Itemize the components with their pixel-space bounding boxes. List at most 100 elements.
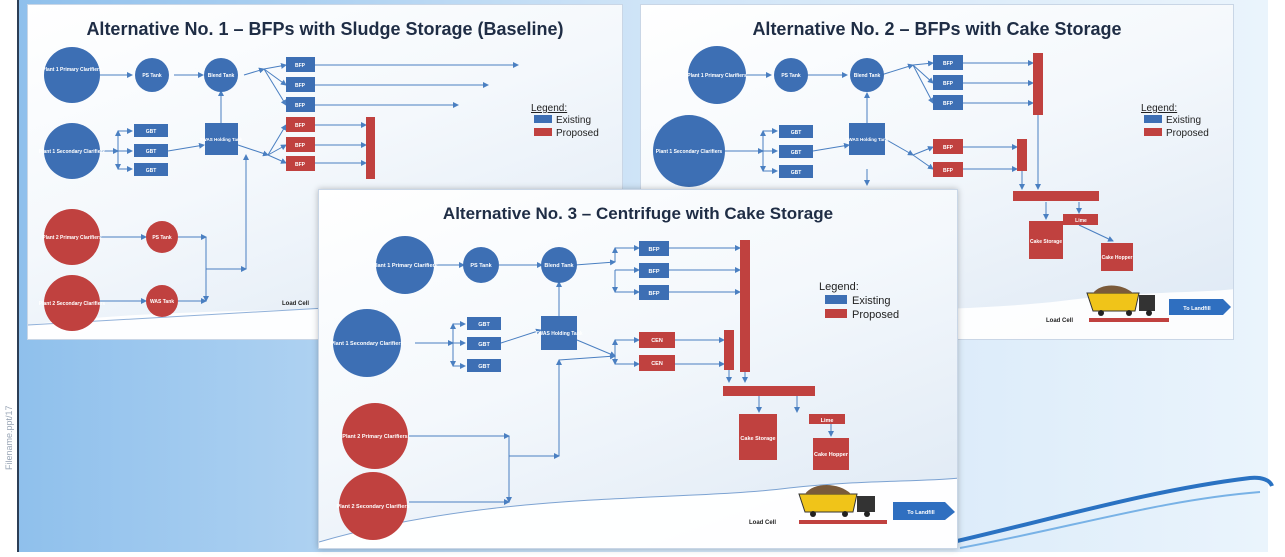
alt3-swoosh-line: [319, 477, 957, 543]
alt3-conveyor-2: [724, 330, 734, 370]
alt3-swoosh: [319, 478, 957, 548]
alt1-node-p1-primary: Plant 1 Primary Clarifiers: [42, 47, 102, 103]
alt3-legend: Legend: Existing Proposed: [819, 281, 899, 321]
alt2-node-p1-primary: Plant 1 Primary Clarifiers: [687, 46, 747, 104]
legend-existing-label: Existing: [852, 295, 891, 307]
legend-proposed-swatch: [534, 128, 552, 136]
alt3-node-label: Plant 1 Secondary Clarifiers: [330, 341, 403, 347]
alt2-node-label: Cake Hopper: [1102, 255, 1133, 261]
alt1-node-label: BFP: [295, 63, 306, 69]
legend-title: Legend:: [819, 281, 859, 293]
legend-proposed-label: Proposed: [852, 309, 899, 321]
legend-existing-swatch: [825, 295, 847, 304]
alt1-node-label: BFP: [295, 103, 306, 109]
alt3-node-label: Plant 1 Primary Clarifiers: [372, 263, 437, 269]
alt3-to-landfill: To Landfill: [893, 502, 955, 520]
legend-proposed-label: Proposed: [556, 128, 599, 139]
alt2-node-label: TWAS Holding Tank: [846, 137, 889, 142]
alt1-node-p1-secondary: Plant 1 Secondary Clarifiers: [39, 123, 106, 179]
alt2-node-ps-tank: PS Tank: [774, 58, 808, 92]
slide-title: Alternative No. 3 – Centrifuge with Cake…: [442, 204, 834, 223]
alt3-node-label: Blend Tank: [544, 263, 574, 269]
alt3-node-label: BFP: [649, 291, 660, 297]
alt3-node-label: Plant 2 Secondary Clarifiers: [336, 504, 409, 510]
alt3-conveyor-3: [723, 386, 815, 396]
alt2-conveyor-3: [1013, 191, 1099, 201]
alt3-node-label: BFP: [649, 269, 660, 275]
alt2-node-label: BFP: [943, 81, 954, 87]
alt1-node-label: WAS Tank: [150, 299, 174, 305]
alt1-node-label: Plant 2 Primary Clarifiers: [42, 235, 102, 241]
alt3-node-label: CEN: [651, 361, 663, 367]
alt2-node-label: BFP: [943, 168, 954, 174]
alt1-conveyor: [366, 117, 375, 179]
alt3-node-label: GBT: [478, 322, 490, 328]
alt2-gbt-group: GBT GBT GBT: [779, 125, 813, 178]
alt2-node-twas: TWAS Holding Tank: [846, 123, 889, 155]
legend-existing-label: Existing: [556, 115, 591, 126]
alt3-node-cake-hopper: Cake Hopper: [813, 438, 849, 470]
alt3-node-p1-primary: Plant 1 Primary Clarifiers: [372, 236, 438, 294]
swoosh-accent: [939, 475, 1274, 547]
alt1-node-label: PS Tank: [142, 73, 162, 79]
alt2-bfp-group: BFP BFP BFP BFP BFP: [933, 55, 963, 177]
alt2-node-lime: Lime: [1063, 214, 1098, 225]
alt2-node-p1-secondary: Plant 1 Secondary Clarifiers: [653, 115, 725, 187]
alt3-truck: [798, 485, 875, 517]
alt2-node-label: To Landfill: [1183, 306, 1211, 312]
alt3-node-p2-secondary: Plant 2 Secondary Clarifiers: [336, 472, 410, 540]
alt1-node-twas: TWAS Holding Tank: [200, 123, 243, 155]
alt1-node-label: BFP: [295, 162, 306, 168]
alt1-node-label: Plant 1 Primary Clarifiers: [42, 67, 102, 73]
alt3-conveyor-1: [740, 240, 750, 372]
alt1-node-label: BFP: [295, 123, 306, 129]
alt3-node-label: To Landfill: [907, 510, 935, 516]
alt1-flow-lines: [100, 62, 519, 304]
alt3-node-cake-storage: Cake Storage: [739, 414, 777, 460]
alt2-conveyor-1: [1033, 53, 1043, 115]
alt2-flow-lines: [725, 60, 1114, 242]
alt1-bfp-group: BFP BFP BFP BFP BFP BFP: [286, 57, 315, 171]
alt3-node-label: Cake Storage: [740, 436, 775, 442]
alt2-node-label: GBT: [791, 150, 802, 156]
swoosh-accent-light: [959, 491, 1261, 549]
alt2-node-cake-hopper: Cake Hopper: [1101, 243, 1133, 271]
alt2-node-label: BFP: [943, 145, 954, 151]
alt3-bfp-group: BFP BFP BFP: [639, 241, 669, 300]
alt2-load-cell-bar: [1089, 318, 1169, 322]
alt3-node-label: BFP: [649, 247, 660, 253]
alt1-load-cell: Load Cell: [282, 301, 309, 307]
alt3-diagram: Plant 1 Primary Clarifiers Plant 1 Secon…: [319, 236, 957, 548]
legend-proposed-swatch: [825, 309, 847, 318]
alt3-node-label: PS Tank: [470, 263, 492, 269]
alt3-node-label: Lime: [821, 418, 834, 424]
filename-label: Filename.ppt/17: [4, 405, 14, 470]
alt2-node-label: BFP: [943, 101, 954, 107]
alt1-node-label: BFP: [295, 143, 306, 149]
alt1-node-blend-tank: Blend Tank: [204, 58, 238, 92]
alt1-node-label: Blend Tank: [208, 73, 235, 79]
alt2-to-landfill: To Landfill: [1169, 299, 1231, 315]
alt1-node-label: GBT: [146, 168, 157, 174]
alt1-node-ps-tank-2: PS Tank: [146, 221, 178, 253]
alt1-node-ps-tank: PS Tank: [135, 58, 169, 92]
alt3-node-ps-tank: PS Tank: [463, 247, 499, 283]
alt2-load-cell: Load Cell: [1046, 318, 1073, 324]
alt3-node-twas: TWAS Holding Tank: [535, 316, 583, 350]
alt1-node-label: BFP: [295, 83, 306, 89]
alt1-node-label: Plant 1 Secondary Clarifiers: [39, 149, 106, 155]
alt2-node-label: Blend Tank: [854, 73, 881, 79]
alt1-node-label: TWAS Holding Tank: [200, 137, 243, 142]
alt3-node-label: GBT: [478, 364, 490, 370]
legend-existing-label: Existing: [1166, 115, 1201, 126]
alt1-legend: Legend: Existing Proposed: [531, 103, 599, 139]
alt2-node-label: GBT: [791, 130, 802, 136]
legend-existing-swatch: [1144, 115, 1162, 123]
alt2-node-label: Cake Storage: [1030, 239, 1062, 245]
alt1-node-label: Plant 2 Secondary Clarifiers: [39, 301, 106, 307]
alt3-node-lime: Lime: [809, 414, 845, 424]
alt3-node-label: Cake Hopper: [814, 452, 849, 458]
alt3-node-p1-secondary: Plant 1 Secondary Clarifiers: [330, 309, 404, 377]
alt2-node-label: Plant 1 Secondary Clarifiers: [656, 149, 723, 155]
alt2-conveyor-2: [1017, 139, 1027, 171]
